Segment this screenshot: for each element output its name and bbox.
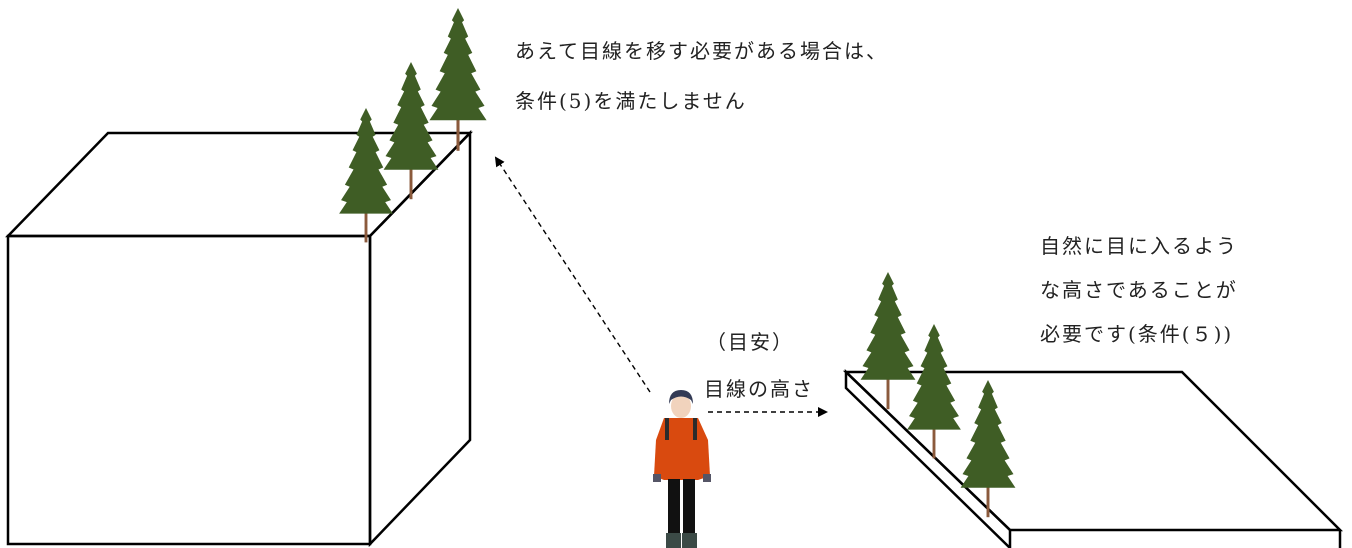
low-ground-note-line3: 必要です(条件(５)) [1040,322,1234,346]
low-ground-platform [842,369,1344,548]
tree-icon [427,6,489,153]
low-ground-note-line2: な高さであることが [1040,278,1238,302]
tall-building-note-line1: あえて目線を移す必要がある場合は、 [515,39,888,63]
person-figure [653,390,711,548]
tree-icon [959,378,1017,519]
upward-gaze-arrow [494,156,651,393]
platform-front-edge [844,369,1012,548]
tall-building [5,129,473,548]
ground-trees [859,270,1017,519]
building-front-face [6,234,372,546]
tall-building-note-line2: 条件(5)を満たしません [515,89,747,113]
tree-icon [382,60,440,201]
low-ground-note-line1: 自然に目に入るよう [1040,234,1238,258]
eye-level-label-line1: （目安） [706,330,794,354]
eye-level-label-line2: 目線の高さ [704,377,814,401]
tree-icon [859,270,917,411]
rooftop-trees [337,6,489,244]
